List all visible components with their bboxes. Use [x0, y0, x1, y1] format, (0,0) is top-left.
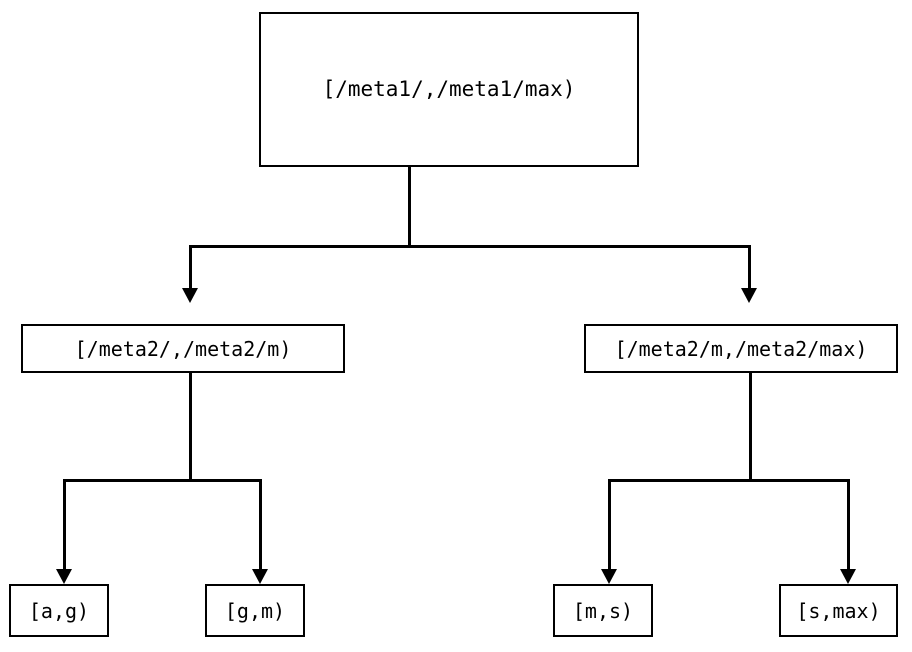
- arrowhead-down-icon: [252, 569, 268, 584]
- tree-node-mid-right[interactable]: [/meta2/m,/meta2/max): [584, 324, 898, 373]
- edge-root-to-mid-right-drop: [748, 245, 751, 290]
- tree-node-mid-left[interactable]: [/meta2/,/meta2/m): [21, 324, 345, 373]
- tree-node-leaf-ag-label: [a,g): [28, 598, 90, 623]
- edge-mid-left-to-leaf-gm-drop: [259, 479, 262, 572]
- edge-mid-right-horizontal-bar: [608, 479, 850, 482]
- tree-node-leaf-ms[interactable]: [m,s): [553, 584, 653, 637]
- arrowhead-down-icon: [182, 288, 198, 303]
- tree-node-leaf-gm-label: [g,m): [224, 598, 286, 623]
- arrowhead-down-icon: [601, 569, 617, 584]
- tree-node-leaf-gm[interactable]: [g,m): [205, 584, 305, 637]
- edge-mid-right-stem: [749, 373, 752, 481]
- edge-mid-left-to-leaf-ag-drop: [63, 479, 66, 572]
- edge-root-horizontal-bar: [190, 245, 751, 248]
- tree-node-leaf-smax-label: [s,max): [796, 598, 881, 623]
- edge-mid-left-horizontal-bar: [63, 479, 262, 482]
- tree-node-leaf-ms-label: [m,s): [572, 598, 634, 623]
- edge-root-stem: [408, 167, 411, 247]
- arrowhead-down-icon: [56, 569, 72, 584]
- tree-node-root[interactable]: [/meta1/,/meta1/max): [259, 12, 639, 167]
- tree-node-mid-left-label: [/meta2/,/meta2/m): [74, 336, 292, 361]
- edge-root-to-mid-left-drop: [189, 245, 192, 290]
- tree-node-leaf-smax[interactable]: [s,max): [779, 584, 898, 637]
- edge-mid-right-to-leaf-ms-drop: [608, 479, 611, 572]
- tree-node-mid-right-label: [/meta2/m,/meta2/max): [614, 336, 868, 361]
- tree-node-leaf-ag[interactable]: [a,g): [9, 584, 109, 637]
- edge-mid-right-to-leaf-smax-drop: [847, 479, 850, 572]
- arrowhead-down-icon: [741, 288, 757, 303]
- arrowhead-down-icon: [840, 569, 856, 584]
- tree-node-root-label: [/meta1/,/meta1/max): [322, 77, 576, 101]
- edge-mid-left-stem: [189, 373, 192, 481]
